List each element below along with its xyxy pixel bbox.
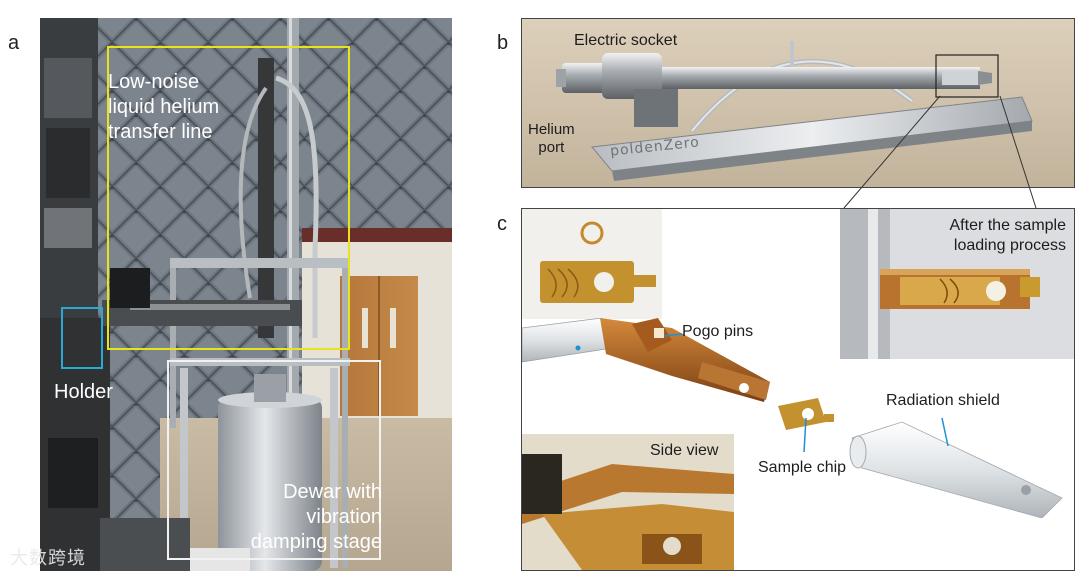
- side-view-label: Side view: [650, 442, 719, 459]
- side-view-photo-inset: [522, 434, 734, 570]
- radiation-shield-label: Radiation shield: [886, 392, 1000, 409]
- watermark: 大数跨境: [10, 548, 86, 569]
- panel-b-photo: poldenZero: [521, 18, 1075, 188]
- transfer-line-label: Low-noise liquid helium transfer line: [108, 71, 220, 143]
- dewar-label: Dewar with vibration damping stage: [250, 481, 382, 553]
- dewar-highlight-box: [167, 360, 381, 560]
- sample-holder-illustration: [522, 19, 1074, 187]
- chip-photo-inset: [522, 209, 662, 319]
- side-view-illustration: [522, 434, 734, 570]
- holder-label: Holder: [54, 381, 113, 403]
- loaded-holder-illustration: [840, 209, 1074, 359]
- transfer-line-highlight-box: [107, 46, 350, 350]
- pogo-pins-label: Pogo pins: [682, 323, 754, 340]
- holder-highlight-box: [61, 307, 103, 369]
- helium-port-label: Helium port: [528, 121, 575, 156]
- lab-setup-illustration: [40, 18, 452, 571]
- panel-letter-a: a: [8, 32, 20, 54]
- panel-letter-b: b: [497, 32, 509, 54]
- chip-and-ring-illustration: [540, 221, 656, 303]
- panel-letter-c: c: [497, 213, 507, 235]
- zoom-connector-lines: [843, 95, 1037, 209]
- panel-a-photo: [40, 18, 452, 571]
- electric-socket-label: Electric socket: [574, 32, 678, 49]
- sample-chip-label: Sample chip: [758, 459, 847, 476]
- exploded-holder-render: [522, 318, 1063, 518]
- after-loading-label: After the sample loading process: [949, 217, 1067, 254]
- after-loading-photo-inset: [840, 209, 1074, 359]
